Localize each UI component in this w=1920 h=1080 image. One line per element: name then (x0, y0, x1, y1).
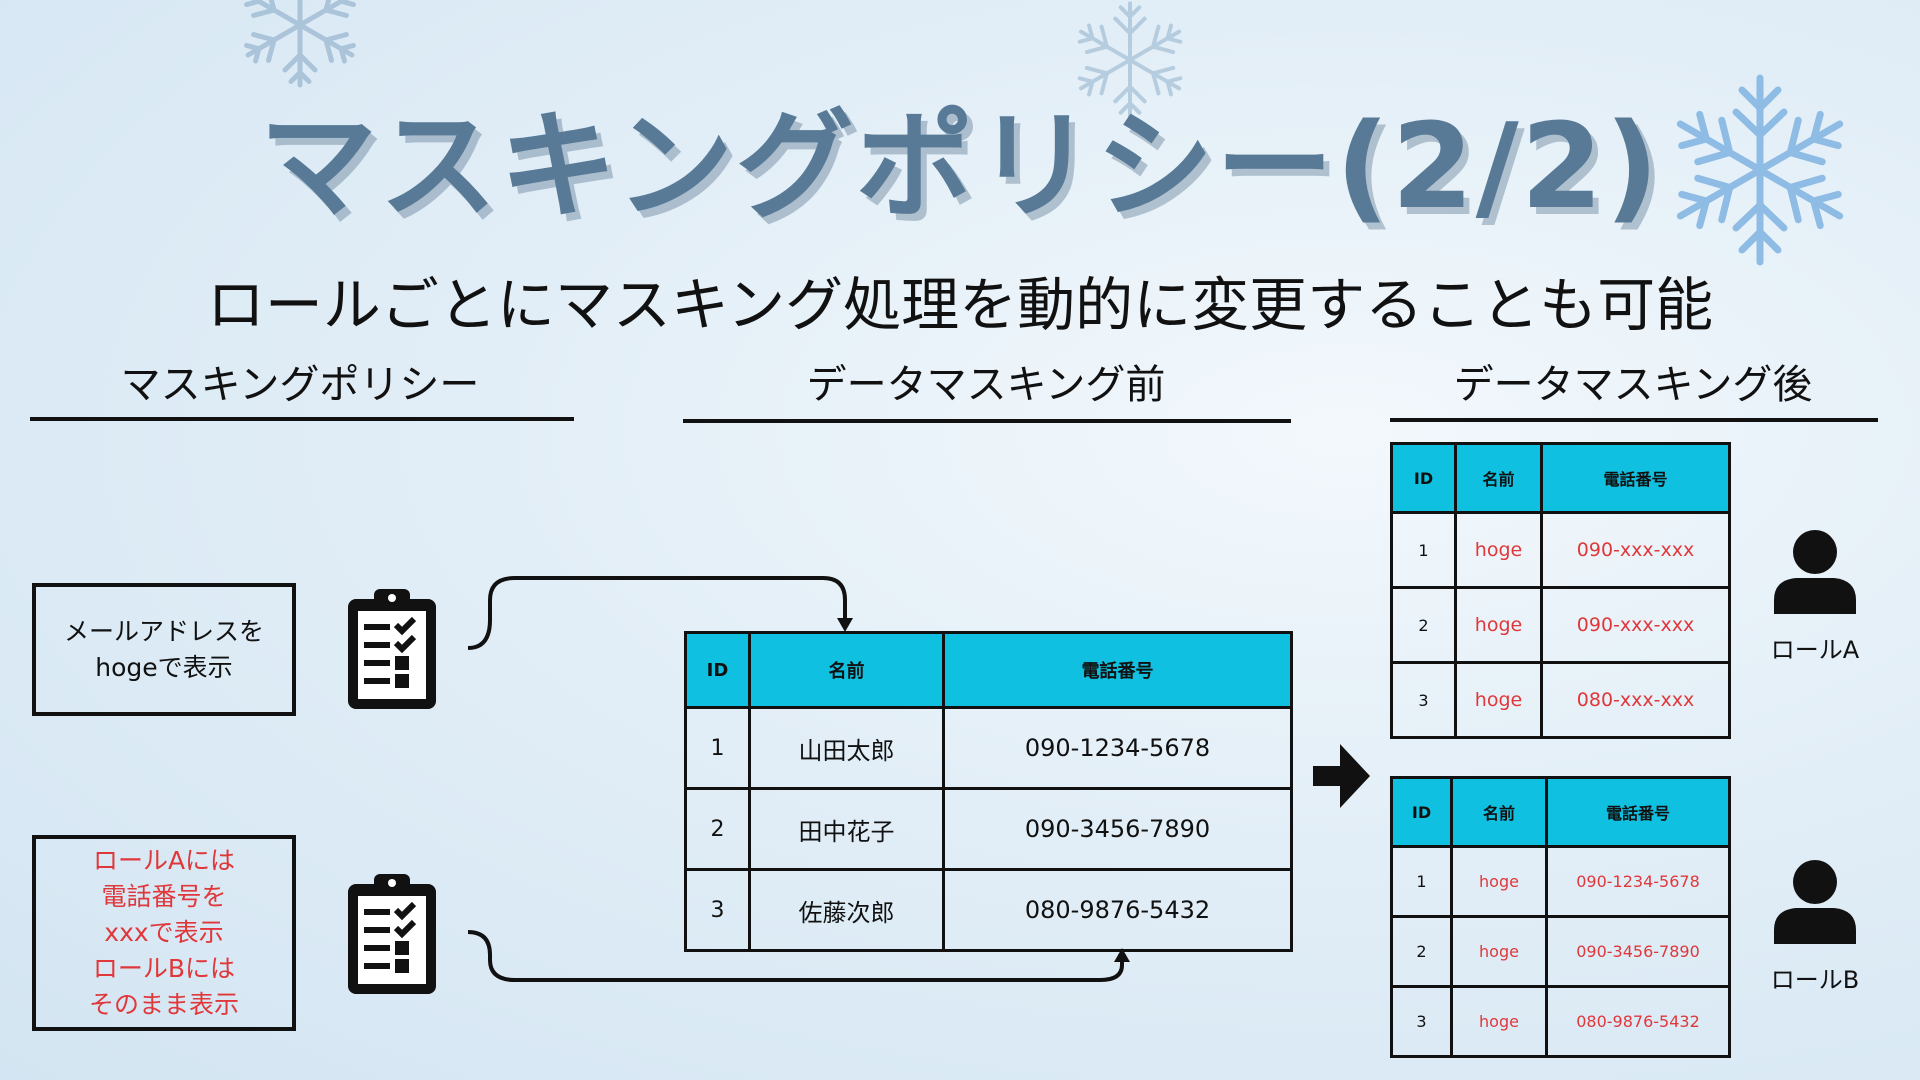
page-title: マスキングポリシー(2/2) (259, 97, 1661, 235)
cell-id: 3 (684, 868, 751, 952)
arrowhead-top (837, 618, 853, 632)
snowflake-icon (1071, 1, 1189, 119)
table-header-row: ID 名前 電話番号 (1390, 776, 1731, 848)
section-policy-title: マスキングポリシー (120, 362, 480, 408)
cell-name: hoge (1450, 845, 1548, 918)
table-row: 2 hoge 090-3456-7890 (1390, 915, 1731, 988)
cell-id: 2 (684, 787, 751, 871)
connector-bottom (467, 930, 1124, 982)
section-after-underline (1390, 418, 1878, 422)
table-row: 1 hoge 090-1234-5678 (1390, 845, 1731, 918)
arrowhead-bottom (1114, 948, 1130, 962)
cell-id: 1 (684, 706, 751, 790)
col-header-phone: 電話番号 (1545, 776, 1731, 848)
section-before-title: データマスキング前 (806, 362, 1166, 408)
table-row: 3 hoge 080-9876-5432 (1390, 985, 1731, 1058)
connector-top (467, 576, 847, 650)
cell-name: hoge (1450, 915, 1548, 988)
policy-text: そのまま表示 (88, 990, 239, 1019)
after-table-role-a: ID 名前 電話番号 1 hoge 090-xxx-xxx 2 hoge 090… (1390, 442, 1731, 739)
user-icon (1774, 530, 1856, 614)
policy-text: ロールAには (92, 846, 236, 875)
col-header-phone: 電話番号 (942, 631, 1293, 709)
section-after-title: データマスキング後 (1453, 362, 1813, 408)
table-row: 2 hoge 090-xxx-xxx (1390, 586, 1731, 664)
clipboard-checklist-icon (348, 874, 436, 994)
page-subtitle: ロールごとにマスキング処理を動的に変更することも可能 (206, 271, 1714, 339)
cell-id: 3 (1390, 661, 1457, 739)
section-before-underline (683, 419, 1291, 423)
cell-phone: 090-xxx-xxx (1540, 511, 1731, 589)
table-row: 3 hoge 080-xxx-xxx (1390, 661, 1731, 739)
section-policy-underline (30, 417, 574, 421)
cell-name: hoge (1454, 511, 1543, 589)
policy-box-email: メールアドレスを hogeで表示 (32, 583, 296, 716)
cell-name: hoge (1450, 985, 1548, 1058)
cell-name: 山田太郎 (748, 706, 945, 790)
cell-phone: 090-3456-7890 (1545, 915, 1731, 988)
col-header-phone: 電話番号 (1540, 442, 1731, 514)
policy-text: xxxで表示 (104, 918, 224, 947)
policy-text: 電話番号を (101, 882, 227, 911)
cell-phone: 090-3456-7890 (942, 787, 1293, 871)
cell-name: 田中花子 (748, 787, 945, 871)
cell-name: hoge (1454, 586, 1543, 664)
cell-id: 3 (1390, 985, 1453, 1058)
role-label-a: ロールA (1770, 636, 1860, 664)
table-row: 1 山田太郎 090-1234-5678 (684, 706, 1293, 790)
policy-text: メールアドレスを (63, 616, 264, 646)
arrow-right-icon (1313, 744, 1370, 808)
policy-box-role: ロールAには 電話番号を xxxで表示 ロールBには そのまま表示 (32, 835, 296, 1031)
cell-phone: 090-1234-5678 (942, 706, 1293, 790)
role-label-b: ロールB (1770, 966, 1860, 994)
table-header-row: ID 名前 電話番号 (684, 631, 1293, 709)
table-row: 2 田中花子 090-3456-7890 (684, 787, 1293, 871)
policy-text: hogeで表示 (95, 652, 233, 682)
cell-id: 2 (1390, 586, 1457, 664)
cell-id: 1 (1390, 511, 1457, 589)
snowflake-icon (170, 0, 430, 90)
before-table: ID 名前 電話番号 1 山田太郎 090-1234-5678 2 田中花子 0… (684, 631, 1293, 952)
clipboard-checklist-icon (348, 589, 436, 709)
col-header-id: ID (1390, 776, 1453, 848)
cell-phone: 080-xxx-xxx (1540, 661, 1731, 739)
cell-name: 佐藤次郎 (748, 868, 945, 952)
col-header-name: 名前 (1454, 442, 1543, 514)
table-row: 1 hoge 090-xxx-xxx (1390, 511, 1731, 589)
cell-phone: 080-9876-5432 (1545, 985, 1731, 1058)
cell-phone: 090-xxx-xxx (1540, 586, 1731, 664)
col-header-name: 名前 (748, 631, 945, 709)
cell-id: 1 (1390, 845, 1453, 918)
col-header-id: ID (1390, 442, 1457, 514)
cell-phone: 090-1234-5678 (1545, 845, 1731, 918)
policy-text: ロールBには (92, 954, 236, 983)
table-header-row: ID 名前 電話番号 (1390, 442, 1731, 514)
after-table-role-b: ID 名前 電話番号 1 hoge 090-1234-5678 2 hoge 0… (1390, 776, 1731, 1058)
table-row: 3 佐藤次郎 080-9876-5432 (684, 868, 1293, 952)
col-header-name: 名前 (1450, 776, 1548, 848)
user-icon (1774, 860, 1856, 944)
snowflake-icon (1660, 74, 1860, 270)
col-header-id: ID (684, 631, 751, 709)
cell-id: 2 (1390, 915, 1453, 988)
cell-name: hoge (1454, 661, 1543, 739)
cell-phone: 080-9876-5432 (942, 868, 1293, 952)
